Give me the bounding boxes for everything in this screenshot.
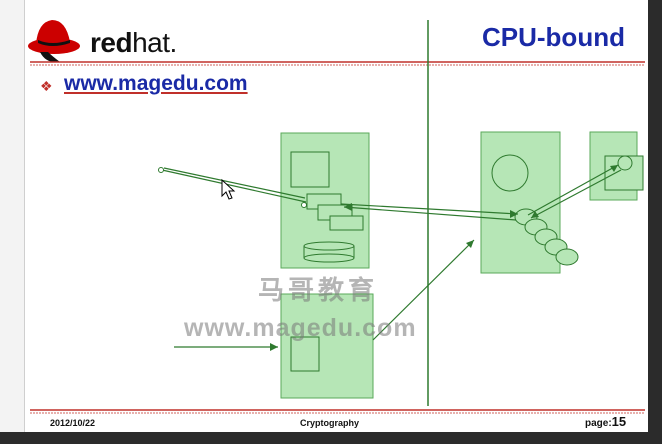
queue-chain [514, 208, 579, 266]
footer-page-label: page: [585, 418, 612, 429]
slide-title: CPU-bound [482, 22, 625, 52]
code-block [290, 151, 330, 188]
footer-page: page:15 [585, 414, 626, 429]
website-link[interactable]: www.magedu.com [64, 72, 248, 95]
disk-cylinder-icon [303, 241, 355, 263]
flow-end-point [301, 202, 307, 208]
footer-page-number: 15 [611, 414, 627, 429]
external-node [617, 155, 633, 171]
arrow-heads [270, 165, 618, 351]
mouse-cursor-icon [221, 178, 236, 200]
window-left-edge [0, 0, 25, 444]
stack-frame-3 [329, 215, 364, 231]
window-bottom-edge [0, 432, 662, 444]
watermark-url: www.magedu.com [184, 314, 417, 342]
window-right-edge [648, 0, 662, 444]
flow-arrows [161, 164, 622, 348]
flow-start-point [158, 167, 164, 173]
footer-date: 2012/10/22 [50, 418, 96, 428]
footer-title: Cryptography [300, 418, 360, 428]
cpu-circle [491, 154, 529, 192]
redhat-logo-text: redhat. [90, 27, 177, 58]
process-bottom-block [290, 336, 320, 372]
watermark-chinese: 马哥教育 [258, 275, 379, 305]
diamond-bullet-icon: ❖ [40, 78, 53, 94]
redhat-hat-icon [28, 20, 80, 63]
